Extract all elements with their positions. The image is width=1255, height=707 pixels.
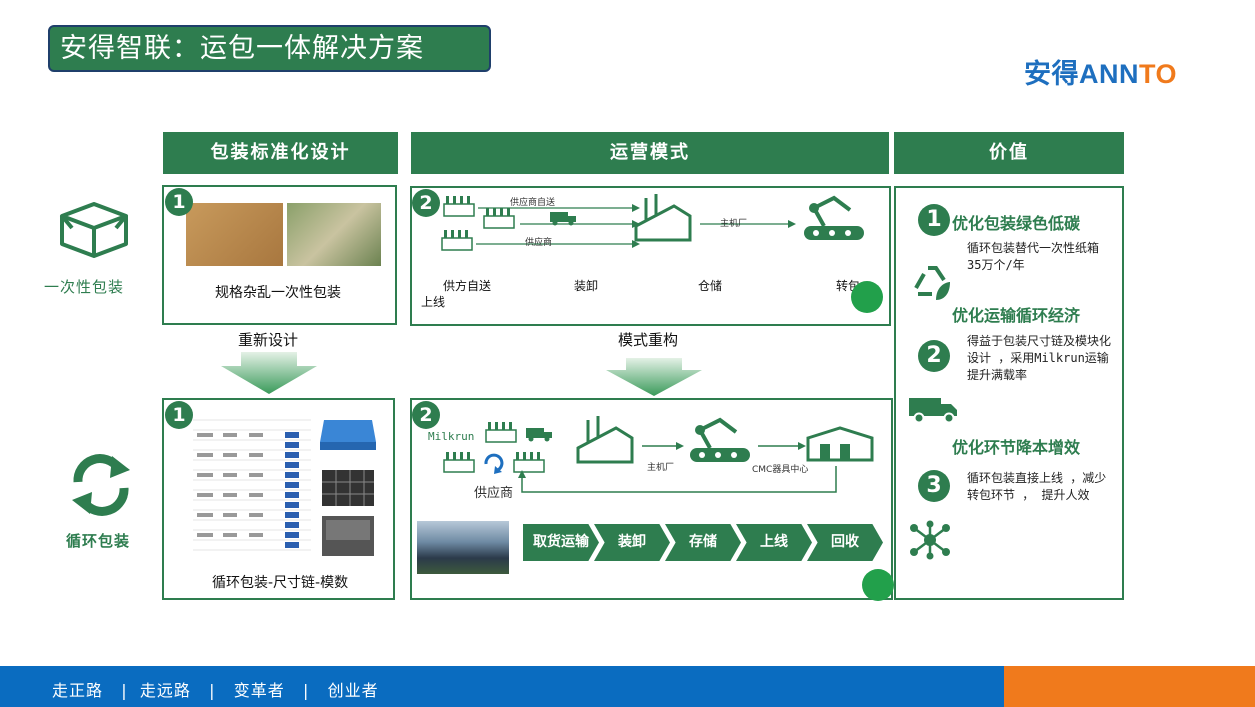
value-text-green: 循环包装替代一次性纸箱 35万个/年 — [967, 241, 1100, 272]
step-label-online: 上线 — [421, 295, 446, 309]
cardboard-boxes-photo — [186, 203, 283, 266]
value-title-green: 优化包装绿色低碳 — [952, 214, 1081, 233]
status-dot — [851, 281, 883, 313]
logo-en-b: TO — [1139, 59, 1178, 89]
wrapped-pallet-photo — [287, 203, 381, 266]
remodel-label: 模式重构 — [618, 331, 679, 349]
value-text-cost: 循环包装直接上线 ，减少转包环节 ， 提升人效 — [967, 471, 1107, 502]
step-number-badge: 2 — [412, 401, 440, 429]
label-cmc-center: CMC器具中心 — [752, 465, 809, 475]
process-step-recycle: 回收 — [807, 524, 883, 561]
logo-en-a: ANN — [1079, 59, 1139, 89]
status-dot — [862, 569, 894, 601]
label-supplier-self: 供应商自送 — [510, 198, 556, 208]
footer-accent-bar — [1004, 666, 1255, 707]
process-step-unload: 装卸 — [594, 524, 670, 561]
page-title: 安得智联：运包一体解决方案 — [48, 25, 491, 72]
dimension-table-image — [193, 412, 311, 554]
logistics-photo — [417, 521, 509, 574]
value-number-badge: 3 — [918, 470, 950, 502]
down-arrow-icon — [606, 358, 702, 396]
value-title-cost: 优化环节降本增效 — [952, 438, 1081, 457]
label-milkrun: Milkrun — [428, 430, 475, 443]
value-text-transport: 得益于包装尺寸链及模块化设计 ，采用Milkrun运输提升满载率 — [967, 334, 1112, 382]
process-step-pickup: 取货运输 — [523, 524, 599, 561]
value-number-badge: 2 — [918, 340, 950, 372]
company-logo: 安得ANNTO — [1024, 52, 1177, 91]
redesign-label: 重新设计 — [238, 331, 299, 349]
row-label-recycle: 循环包装 — [66, 532, 131, 550]
header-ops: 运营模式 — [411, 132, 889, 174]
box-icon — [60, 202, 128, 258]
recycle-leaf-icon — [914, 266, 950, 300]
plastic-crates-image — [320, 420, 376, 556]
down-arrow-icon — [221, 352, 317, 394]
step-number-badge: 1 — [165, 188, 193, 216]
recycle-arrows-icon — [72, 454, 130, 516]
step-label-supplier-self: 供方自送 — [443, 279, 492, 293]
milkrun-flow-diagram — [443, 416, 874, 493]
process-step-online: 上线 — [736, 524, 812, 561]
step-label-storage: 仓储 — [698, 279, 723, 293]
process-step-store: 存储 — [665, 524, 741, 561]
value-title-transport: 优化运输循环经济 — [952, 306, 1081, 325]
label-supplier-bottom: 供应商 — [474, 486, 514, 501]
footer-bar — [0, 666, 1004, 707]
row-label-disposable: 一次性包装 — [44, 278, 125, 296]
label-oem-bottom: 主机厂 — [647, 463, 675, 473]
step-number-badge: 1 — [165, 401, 193, 429]
value-panel — [894, 186, 1124, 600]
footer-slogan: 走正路 | 走远路 | 变革者 | 创业者 — [52, 681, 379, 700]
header-design: 包装标准化设计 — [163, 132, 398, 174]
supply-flow-diagram — [441, 194, 864, 251]
value-number-badge: 1 — [918, 204, 950, 236]
truck-icon — [909, 398, 957, 424]
network-hub-icon — [910, 520, 950, 560]
header-value: 价值 — [894, 132, 1124, 174]
step-number-badge: 2 — [412, 189, 440, 217]
caption-disposable: 规格杂乱一次性包装 — [215, 285, 341, 301]
label-supplier: 供应商 — [525, 238, 553, 248]
step-label-unload: 装卸 — [574, 279, 599, 293]
logo-cn: 安得 — [1024, 59, 1079, 89]
caption-recycle: 循环包装-尺寸链-模数 — [212, 575, 349, 591]
label-oem: 主机厂 — [720, 219, 748, 229]
